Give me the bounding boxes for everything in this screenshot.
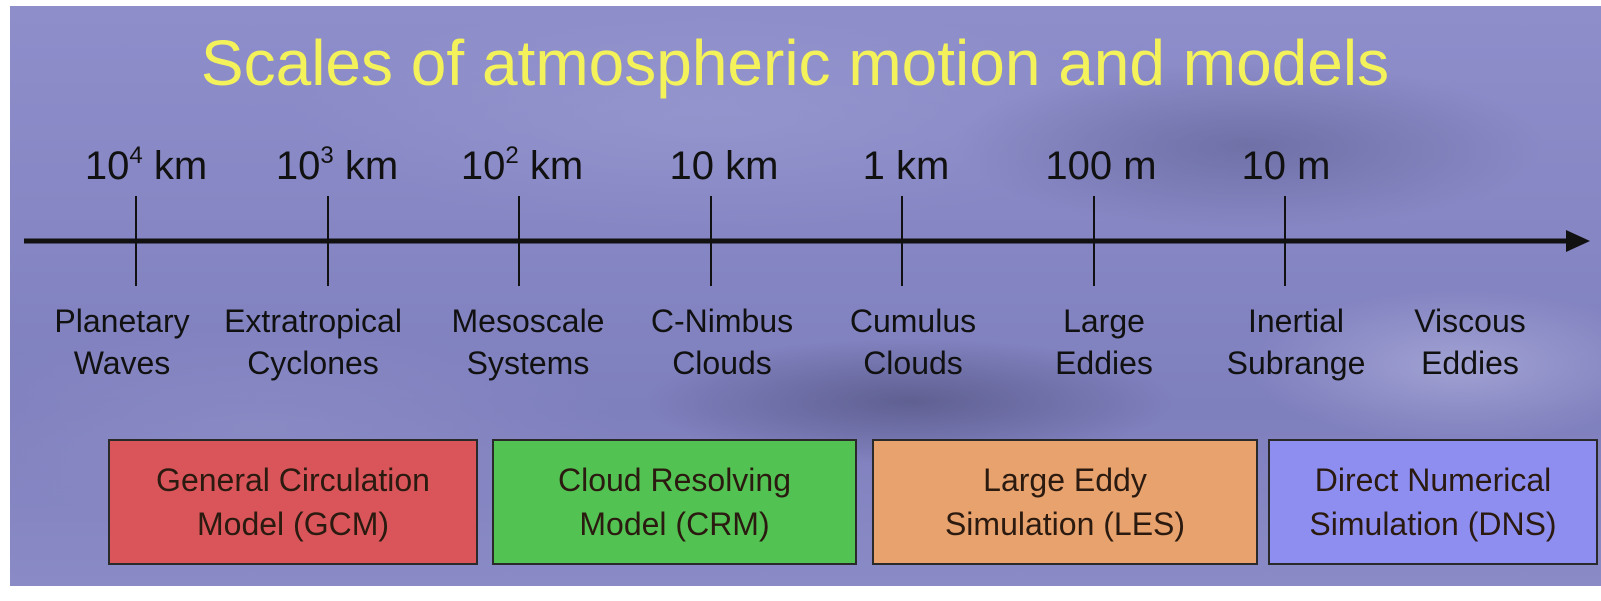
scale-tick-label: 104 km — [84, 142, 208, 189]
scale-tick-label: 10 m — [1241, 144, 1331, 188]
slide-title: Scales of atmospheric motion and models — [200, 27, 1390, 99]
scale-axis — [24, 196, 1590, 286]
scale-tick-label: 10 km — [669, 144, 779, 188]
scale-tick-label: 1 km — [862, 144, 950, 188]
scale-tick-label: 100 m — [1045, 144, 1157, 188]
slide-background: Scales of atmospheric motion and models … — [10, 6, 1601, 586]
axis-arrowhead — [1566, 230, 1590, 252]
scale-tick-label: 103 km — [275, 142, 399, 189]
scale-tick-label: 102 km — [460, 142, 584, 189]
